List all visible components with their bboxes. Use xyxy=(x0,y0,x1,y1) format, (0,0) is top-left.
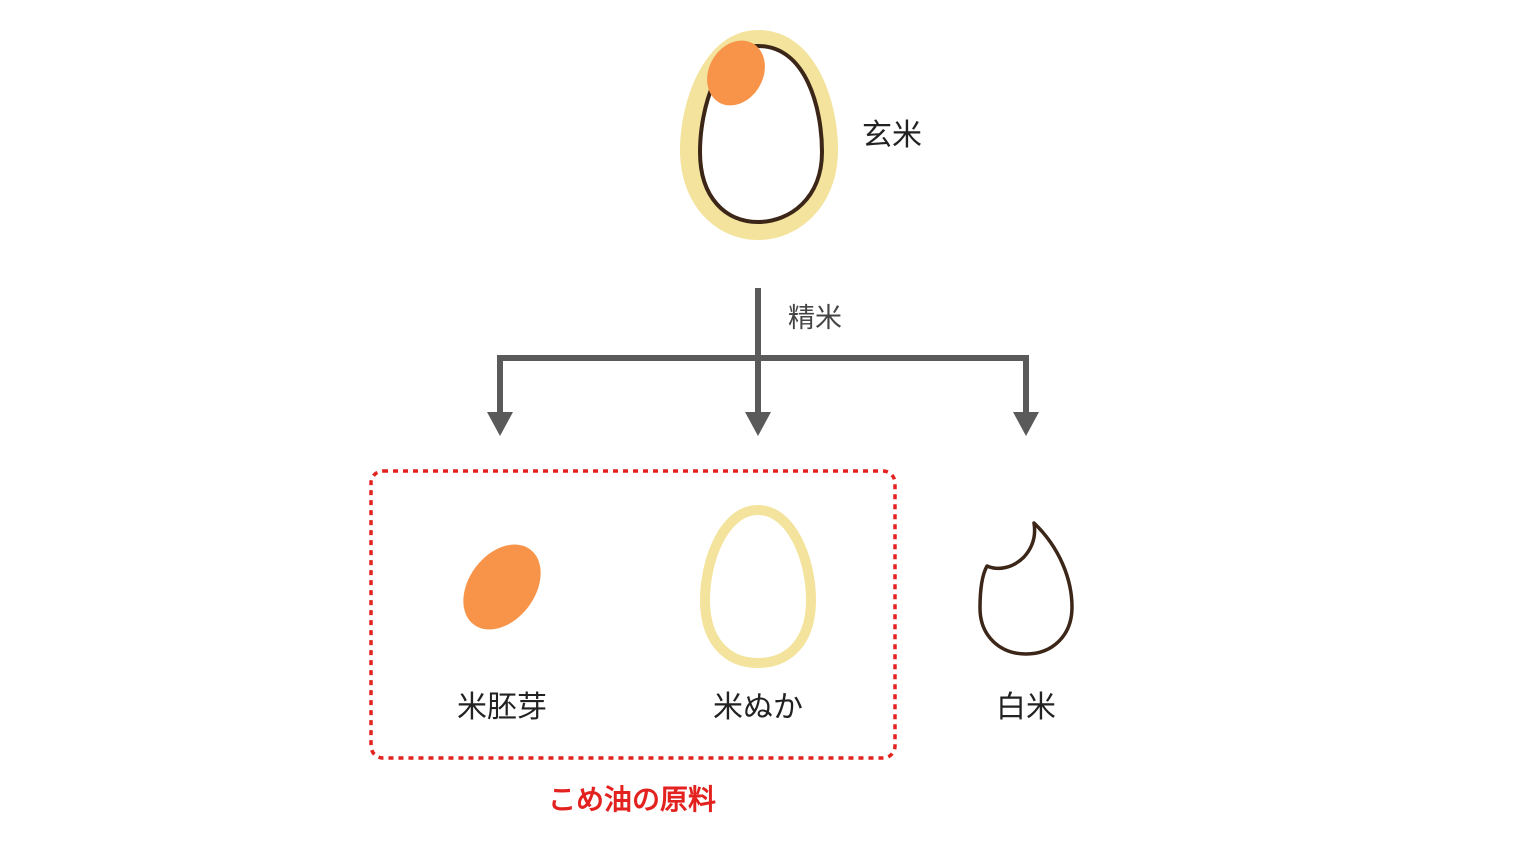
rice-oil-material-group-box xyxy=(369,469,897,760)
rice-germ-shape xyxy=(463,544,541,630)
brown-rice-grain xyxy=(680,30,838,240)
arrow-head-germ xyxy=(487,412,513,436)
brown-rice-label: 玄米 xyxy=(862,118,922,153)
rice-bran-label: 米ぬか xyxy=(713,690,803,725)
rice-germ-label: 米胚芽 xyxy=(457,690,547,725)
arrow-head-bran xyxy=(745,412,771,436)
rice-bran-ring xyxy=(699,504,817,669)
milling-process-label: 精米 xyxy=(788,303,842,334)
white-rice-label: 白米 xyxy=(996,690,1056,725)
arrow-branch-horizontal xyxy=(497,355,1029,415)
brown-rice-germ xyxy=(707,40,765,106)
arrow-head-white-rice xyxy=(1013,412,1039,436)
milling-arrows xyxy=(487,288,1039,436)
rice-oil-material-label: こめ油の原料 xyxy=(547,783,717,816)
white-rice-grain xyxy=(978,521,1074,656)
